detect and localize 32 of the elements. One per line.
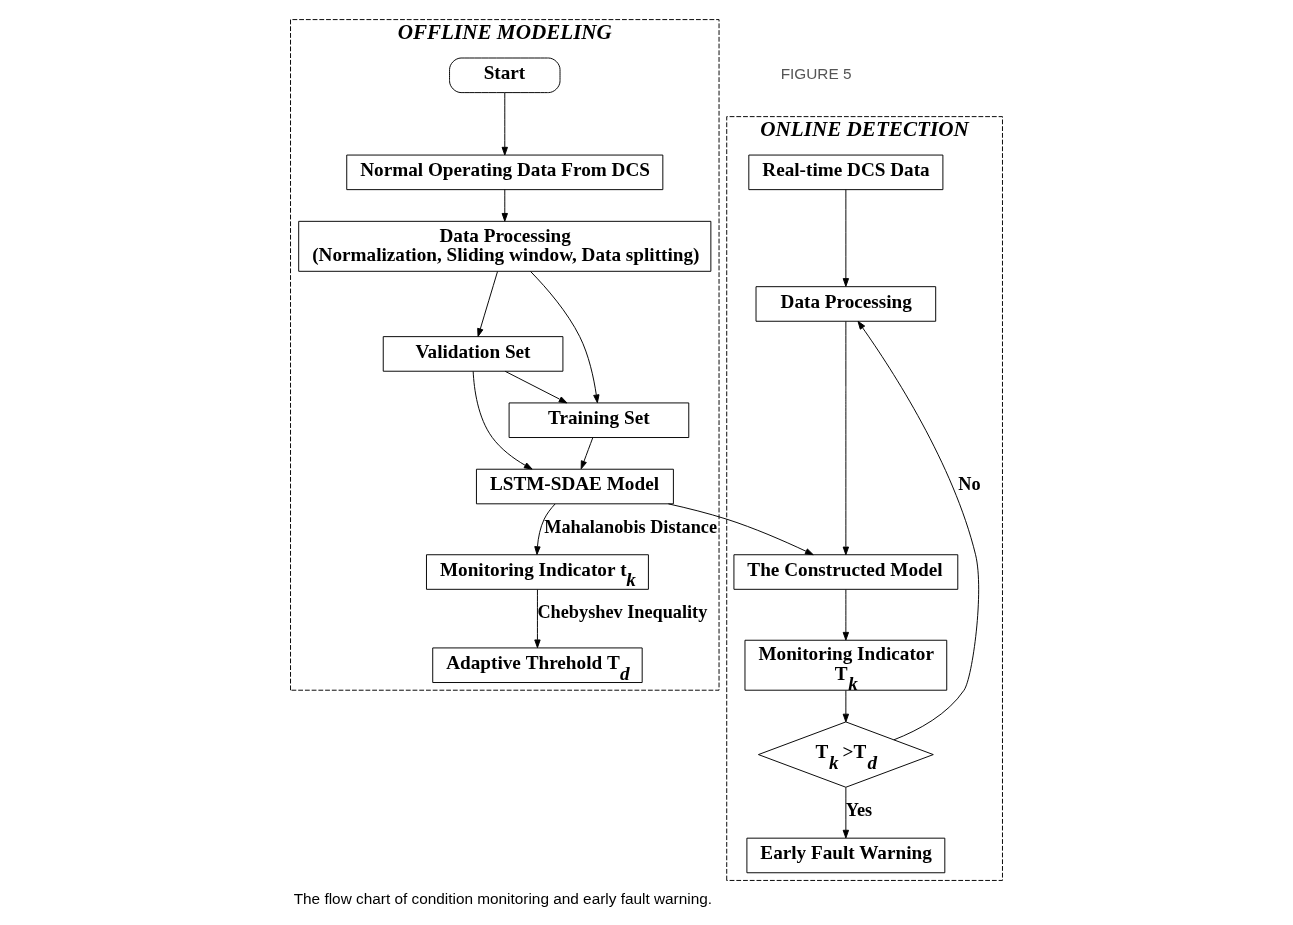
arrow bbox=[857, 320, 980, 741]
node-box: Normal Operating Data From DCS bbox=[346, 154, 664, 191]
arrow bbox=[477, 271, 498, 337]
arrow bbox=[667, 503, 814, 556]
arrow bbox=[842, 690, 850, 723]
node-box: The Constructed Model bbox=[733, 554, 959, 590]
arrow bbox=[501, 92, 508, 156]
label: FIGURE 5 bbox=[780, 64, 852, 82]
edge-label: Chebyshev Inequality bbox=[537, 602, 708, 623]
node-box: Data Processing bbox=[755, 286, 937, 322]
arrow bbox=[842, 321, 850, 556]
arrow bbox=[472, 370, 533, 470]
edge-label: Yes bbox=[845, 800, 873, 821]
node-box: LSTM-SDAE Model bbox=[475, 468, 674, 505]
arrow bbox=[534, 503, 556, 555]
arrow bbox=[534, 589, 541, 649]
arrow bbox=[580, 437, 594, 470]
edge-label: Mahalanobis Distance bbox=[544, 516, 718, 537]
arrow bbox=[842, 589, 850, 641]
node-box: Early Fault Warning bbox=[746, 837, 946, 874]
arrow bbox=[504, 370, 568, 404]
node-box: Real-time DCS Data bbox=[748, 154, 944, 191]
caption: The flow chart of condition monitoring and early fault warning. bbox=[293, 890, 713, 908]
node-box: Data Processing (Normalization, Sliding window, Data splitting) bbox=[298, 220, 712, 272]
node-box: Start bbox=[449, 57, 561, 94]
arrow bbox=[842, 786, 850, 839]
arrow bbox=[842, 189, 850, 287]
node-box: Validation Set bbox=[382, 336, 564, 372]
arrow bbox=[530, 271, 600, 404]
node-box: Training Set bbox=[508, 402, 690, 438]
edge-label: No bbox=[958, 474, 981, 495]
arrow bbox=[501, 189, 508, 222]
